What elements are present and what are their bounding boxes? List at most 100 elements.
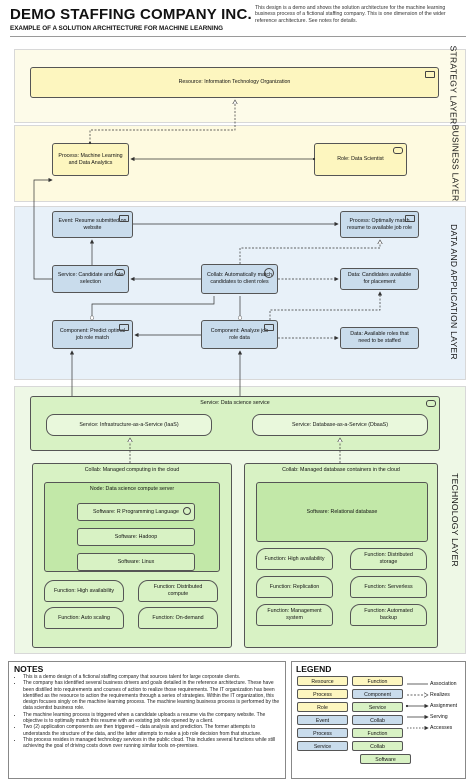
process-optimal-match[interactable]: Process: Optimally match resume to avail… (340, 211, 419, 238)
role-icon (393, 147, 403, 154)
software-r[interactable]: Software: R Programming Language (77, 503, 195, 521)
resource-it-organization[interactable]: Resource: Information Technology Organiz… (30, 67, 439, 98)
link-service-to-business-process (33, 177, 53, 280)
sw-linux-label: Software: Linux (117, 558, 155, 565)
process-icon (405, 215, 415, 222)
link-process-to-resource (90, 100, 235, 143)
software-icon (183, 507, 191, 515)
legend-collab-app: Collab (352, 715, 403, 725)
resource-label: Resource: Information Technology Organiz… (178, 79, 291, 86)
process-ml-label: Process: Machine Learning and Data Analy… (58, 152, 123, 166)
legend-resource: Resource (297, 676, 348, 686)
fn-dist-storage-label: Function: Distributed storage (364, 552, 413, 565)
legend-assignment-label: Assignment (430, 703, 458, 709)
note-item: This process resides in managed technolo… (23, 737, 282, 750)
link-analyze-to-data-candidates (269, 291, 383, 320)
legend-function-business: Function (352, 676, 403, 686)
legend-association-label: Association (430, 681, 457, 687)
service-dbaas[interactable]: Service: Database-as-a-Service (DbaaS) (252, 414, 428, 436)
service-ds-icon (426, 400, 436, 407)
service-candidate-label: Service: Candidate and role selection (57, 272, 124, 285)
service-iaas[interactable]: Service: Infrastructure-as-a-Service (Ia… (46, 414, 212, 436)
function-high-availability-2[interactable]: Function: High availability (256, 548, 333, 570)
page-subtitle: EXAMPLE OF A SOLUTION ARCHITECTURE FOR M… (10, 25, 224, 32)
function-serverless[interactable]: Function: Serverless (350, 576, 427, 598)
legend-accesses-label: Accesses (430, 725, 453, 731)
dbaas-label: Service: Database-as-a-Service (DbaaS) (292, 421, 388, 428)
legend-serving-label: Serving (430, 714, 448, 720)
sw-hadoop-label: Software: Hadoop (114, 533, 158, 540)
legend-component: Component (352, 689, 403, 699)
data-candidates[interactable]: Data: Candidates available for placement (340, 268, 419, 290)
fn-ha2-label: Function: High availability (264, 555, 325, 562)
fn-ondemand-label: Function: On-demand (152, 614, 204, 621)
process-machine-learning[interactable]: Process: Machine Learning and Data Analy… (52, 143, 129, 176)
function-distributed-compute[interactable]: Function: Distributed compute (138, 580, 218, 602)
component-predict-label: Component: Predict optimal job role matc… (59, 327, 126, 341)
software-linux[interactable]: Software: Linux (77, 553, 195, 571)
legend-process-business: Process (297, 689, 348, 699)
function-high-availability-1[interactable]: Function: High availability (44, 580, 124, 602)
function-distributed-storage[interactable]: Function: Distributed storage (350, 548, 427, 570)
component-icon-2 (264, 324, 274, 331)
function-auto-scaling[interactable]: Function: Auto scaling (44, 607, 124, 629)
note-item: The company has identified several busin… (23, 680, 282, 711)
role-data-scientist[interactable]: Role: Data Scientist (314, 143, 407, 176)
note-item: Two (2) application components are then … (23, 724, 282, 737)
data-roles[interactable]: Data: Available roles that need to be st… (340, 327, 419, 349)
collab-icon (264, 268, 274, 278)
legend-process-app: Process (297, 728, 348, 738)
fn-ha1-label: Function: High availability (53, 587, 115, 594)
legend-software: Software (360, 754, 411, 764)
legend-title: LEGEND (296, 664, 332, 674)
fn-serverless-label: Function: Serverless (364, 583, 413, 590)
note-item: The machine learning process is triggere… (23, 712, 282, 725)
header-divider (10, 36, 466, 37)
fn-mgmt-label: Function: Management system (267, 608, 322, 621)
role-label: Role: Data Scientist (337, 156, 384, 163)
service-icon (115, 269, 125, 276)
event-label: Event: Resume submitted on website (58, 217, 127, 231)
process-match-label: Process: Optimally match resume to avail… (347, 217, 412, 231)
page-title: DEMO STAFFING COMPANY INC. (10, 6, 252, 23)
function-automated-backup[interactable]: Function: Automated backup (350, 604, 427, 626)
link-collab-to-process (239, 240, 380, 264)
collab-match-label: Collab: Automatically match candidates t… (206, 272, 273, 285)
component-predict[interactable]: Component: Predict optimal job role matc… (52, 320, 133, 349)
fn-replication-label: Function: Replication (269, 583, 320, 590)
iaas-label: Service: Infrastructure-as-a-Service (Ia… (79, 421, 179, 428)
legend-service-tech: Service (352, 702, 403, 712)
link-predict-to-collab (92, 296, 215, 320)
legend-realizes-label: Realizes (430, 692, 450, 698)
fn-autoscale-label: Function: Auto scaling (58, 614, 110, 621)
service-candidate-selection[interactable]: Service: Candidate and role selection (52, 265, 129, 293)
node-label: Node: Data science compute server (89, 486, 175, 492)
legend-service-app: Service (297, 741, 348, 751)
notes-panel (8, 661, 286, 779)
collab-compute-label: Collab: Managed computing in the cloud (84, 467, 180, 473)
component-analyze-label: Component: Analyze job role data (210, 327, 269, 341)
event-icon (119, 215, 129, 222)
component-analyze[interactable]: Component: Analyze job role data (201, 320, 278, 349)
function-management-system[interactable]: Function: Management system (256, 604, 333, 626)
resource-icon (425, 71, 435, 78)
legend-panel (291, 661, 466, 779)
service-ds-label: Service: Data science service (200, 400, 270, 406)
collab-auto-match[interactable]: Collab: Automatically match candidates t… (201, 264, 278, 294)
notes-title: NOTES (14, 664, 44, 674)
legend-role: Role (297, 702, 348, 712)
data-roles-label: Data: Available roles that need to be st… (350, 331, 409, 344)
intro-text: This design is a demo and shows the solu… (255, 5, 446, 24)
component-icon (119, 324, 129, 331)
software-hadoop[interactable]: Software: Hadoop (77, 528, 195, 546)
function-on-demand[interactable]: Function: On-demand (138, 607, 218, 629)
event-resume-submitted[interactable]: Event: Resume submitted on website (52, 211, 133, 238)
fn-dist-compute-label: Function: Distributed compute (153, 584, 203, 597)
sw-r-label: Software: R Programming Language (93, 508, 179, 515)
legend-event: Event (297, 715, 348, 725)
notes-list: This is a demo design of a fictional sta… (14, 674, 282, 750)
software-relational-db[interactable]: Software: Relational database (256, 482, 428, 542)
function-replication[interactable]: Function: Replication (256, 576, 333, 598)
